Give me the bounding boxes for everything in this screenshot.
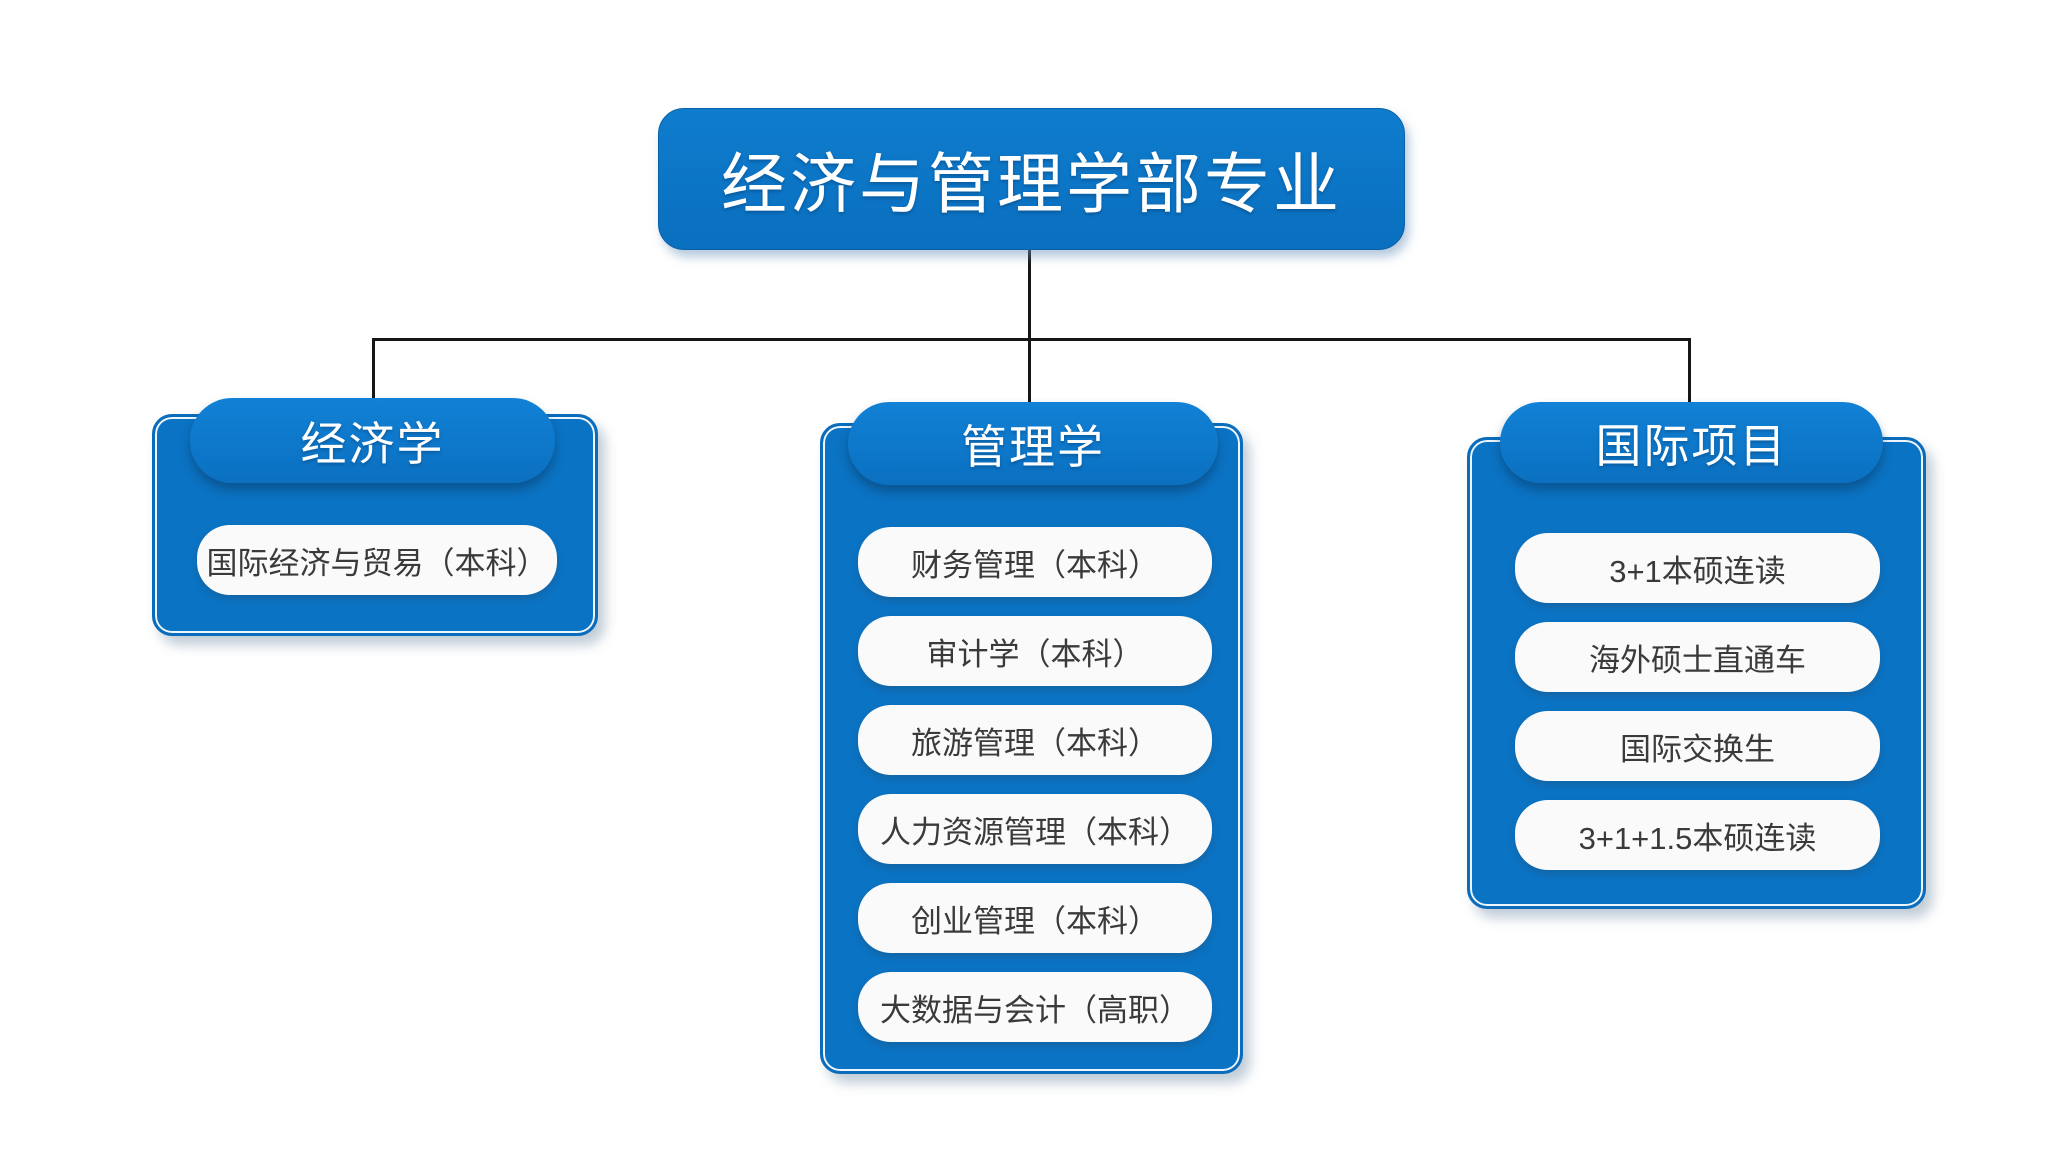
- branch-header-management: 管理学: [848, 402, 1218, 485]
- branch-item: 人力资源管理（本科）: [858, 794, 1212, 864]
- branch-item: 旅游管理（本科）: [858, 705, 1212, 775]
- connector-horizontal: [372, 338, 1691, 341]
- connector-trunk: [1028, 246, 1031, 340]
- branch-item: 海外硕士直通车: [1515, 622, 1880, 692]
- branch-item: 审计学（本科）: [858, 616, 1212, 686]
- branch-item: 国际交换生: [1515, 711, 1880, 781]
- connector-drop-management: [1028, 338, 1031, 404]
- connector-drop-economics: [372, 338, 375, 400]
- branch-header-economics: 经济学: [190, 398, 555, 483]
- branch-item: 创业管理（本科）: [858, 883, 1212, 953]
- branch-header-international: 国际项目: [1500, 402, 1883, 483]
- branch-item: 3+1+1.5本硕连读: [1515, 800, 1880, 870]
- branch-item: 财务管理（本科）: [858, 527, 1212, 597]
- branch-item: 大数据与会计（高职）: [858, 972, 1212, 1042]
- branch-item: 国际经济与贸易（本科）: [197, 525, 557, 595]
- root-node: 经济与管理学部专业: [658, 108, 1405, 250]
- branch-item: 3+1本硕连读: [1515, 533, 1880, 603]
- connector-drop-international: [1688, 338, 1691, 404]
